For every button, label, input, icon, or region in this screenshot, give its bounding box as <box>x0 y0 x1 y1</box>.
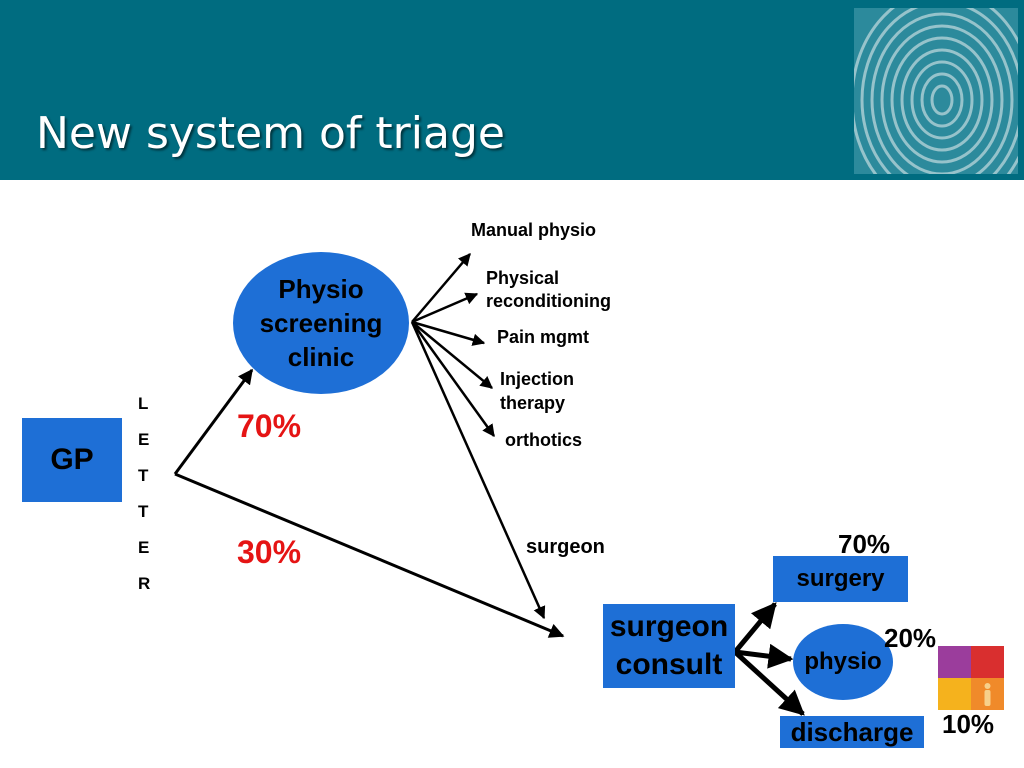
gp-label: GP <box>50 443 94 476</box>
letter-e2: E <box>138 538 150 557</box>
treatment-injection-line-1: Injection <box>500 369 575 389</box>
letter-r: R <box>138 574 151 593</box>
physio-node: physio <box>793 624 893 700</box>
clinic-line-2: screening <box>259 308 383 338</box>
gp-box: GP <box>22 418 122 502</box>
color-blocks-logo <box>938 646 1004 710</box>
arrow-to-orthotics <box>410 321 496 438</box>
treatment-orthotics: orthotics <box>505 430 583 450</box>
discharge-label: discharge <box>790 716 914 747</box>
treatment-physical-line-2: reconditioning <box>486 291 611 311</box>
percent-physio: 20% <box>884 623 937 653</box>
page-title: New system of triage <box>36 108 505 159</box>
logo-block-purple <box>938 646 971 678</box>
percent-to-surgeon: 30% <box>237 534 302 570</box>
letter-l: L <box>138 394 149 413</box>
logo-block-orange <box>971 678 1004 710</box>
treatment-pain-mgmt: Pain mgmt <box>497 327 590 347</box>
letter-e1: E <box>138 430 150 449</box>
arrow-to-pain <box>411 320 486 346</box>
surgery-label: surgery <box>796 565 885 592</box>
consult-line-1: surgeon <box>609 610 729 643</box>
header-banner: New system of triage <box>0 0 1024 180</box>
treatment-surgeon: surgeon <box>526 536 605 558</box>
clinic-line-3: clinic <box>287 342 355 372</box>
arrow-letter-to-physio <box>173 368 254 475</box>
discharge-box: discharge <box>780 716 924 748</box>
physio-screening-clinic: Physio screening clinic <box>233 252 409 394</box>
arrow-to-physical <box>411 292 479 324</box>
arrow-to-discharge <box>733 650 805 716</box>
person-icon <box>984 683 991 706</box>
logo-block-yellow <box>938 678 971 710</box>
arrow-to-surgeon <box>410 321 546 620</box>
fingerprint-icon <box>854 8 1018 174</box>
arrow-to-surgery <box>733 602 777 654</box>
physio-label: physio <box>804 648 882 675</box>
arrow-letter-to-surgeon <box>174 472 565 638</box>
logo-block-red <box>971 646 1004 678</box>
treatment-injection-line-2: therapy <box>500 393 566 413</box>
surgeon-consult-box: surgeon consult <box>603 604 735 688</box>
arrow-to-manual <box>411 253 471 323</box>
arrow-to-injection <box>411 321 493 389</box>
consult-line-2: consult <box>615 648 723 681</box>
letter-t1: T <box>138 466 149 485</box>
percent-discharge: 10% <box>942 709 995 739</box>
clinic-line-1: Physio <box>278 274 364 304</box>
percent-surgery: 70% <box>838 529 891 559</box>
arrow-to-physio <box>734 643 794 669</box>
letter-t2: T <box>138 502 149 521</box>
percent-to-physio: 70% <box>237 408 302 444</box>
treatment-physical-line-1: Physical <box>486 268 560 288</box>
treatment-manual-physio: Manual physio <box>471 220 597 240</box>
surgery-box: surgery <box>773 556 908 602</box>
